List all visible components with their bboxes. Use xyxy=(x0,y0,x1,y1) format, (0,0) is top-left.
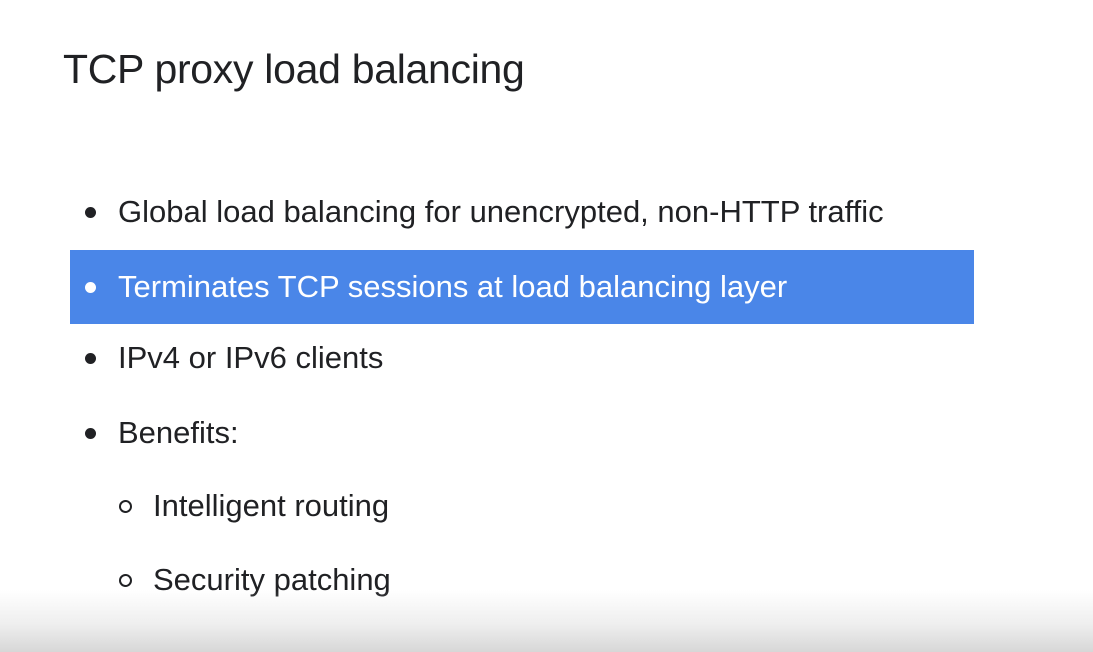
bullet-text: IPv4 or IPv6 clients xyxy=(118,340,384,375)
bullet-text: Terminates TCP sessions at load balancin… xyxy=(118,269,788,304)
bullet-dot-icon xyxy=(85,427,96,439)
bullet-text: Security patching xyxy=(153,562,391,597)
bullet-text: Global load balancing for unencrypted, n… xyxy=(118,194,884,229)
bullet-dot-icon xyxy=(85,352,96,364)
bullet-ring-icon xyxy=(119,573,132,587)
sub-bullet-item: Intelligent routing xyxy=(70,482,389,530)
bullet-ring-icon xyxy=(119,499,132,513)
bullet-item: Global load balancing for unencrypted, n… xyxy=(70,188,974,236)
bullet-item: Benefits: xyxy=(70,409,974,457)
bullet-text: Intelligent routing xyxy=(153,488,390,523)
bullet-item-highlighted: Terminates TCP sessions at load balancin… xyxy=(70,250,974,324)
bullet-dot-icon xyxy=(85,281,96,293)
sub-bullet-item: Security patching xyxy=(70,556,391,604)
bullet-item: IPv4 or IPv6 clients xyxy=(70,334,974,382)
bullet-text: Benefits: xyxy=(118,415,239,450)
slide-title: TCP proxy load balancing xyxy=(63,46,525,92)
bullet-dot-icon xyxy=(85,206,96,218)
